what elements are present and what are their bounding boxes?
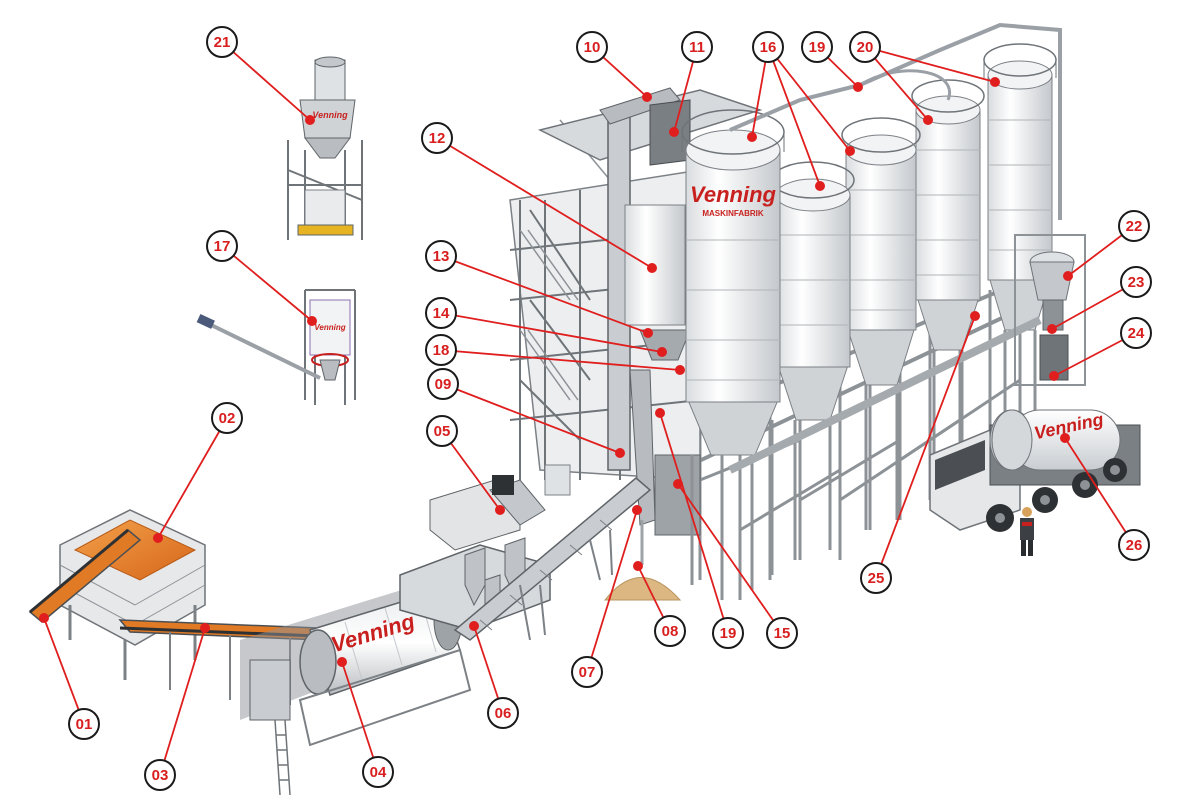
callout-16: 16 [752,31,784,63]
callout-label: 01 [76,716,93,733]
callout-label: 15 [774,625,791,642]
callout-22: 22 [1118,210,1150,242]
callout-15: 15 [766,617,798,649]
unloader-brand-logo: Venning [314,323,345,332]
inclined-conveyor [453,477,652,641]
filler-brand-logo: Venning [312,110,348,120]
callout-20: 20 [849,31,881,63]
silo-5 [983,43,1057,331]
mixing-tower [509,87,763,536]
callout-anchor-dots [39,77,1073,667]
callout-09: 09 [427,368,459,400]
callout-label: 22 [1126,218,1143,235]
callout-11: 11 [681,31,713,63]
callout-label: 23 [1128,274,1145,291]
callout-label: 19 [720,625,737,642]
callout-label: 03 [152,767,169,784]
silo-2 [771,161,855,421]
callout-label: 04 [370,764,387,781]
callout-label: 07 [579,664,596,681]
silo-brand-logo: Venning [690,182,777,207]
callout-17: 17 [206,230,238,262]
callout-07: 07 [571,656,603,688]
callout-25: 25 [860,562,892,594]
callout-label: 26 [1126,537,1143,554]
callout-10: 10 [576,31,608,63]
callout-label: 24 [1128,325,1145,342]
callout-14: 14 [425,297,457,329]
callout-label: 09 [435,376,452,393]
callout-18: 18 [425,334,457,366]
callout-label: 17 [214,238,231,255]
callout-26: 26 [1118,529,1150,561]
callout-04: 04 [362,756,394,788]
storage-silos: Venning MASKINFABRIK [681,22,1062,600]
big-bag-filler: Venning [287,56,363,240]
silo-brand-subtitle: MASKINFABRIK [702,209,764,218]
callout-label: 06 [495,705,512,722]
callout-label: 02 [219,410,236,427]
callout-13: 13 [425,240,457,272]
callout-label: 13 [433,248,450,265]
callout-21: 21 [206,26,238,58]
silo-1: Venning MASKINFABRIK [681,109,785,456]
callout-label: 05 [434,423,451,440]
callout-08: 08 [654,615,686,647]
worker-figure [1020,507,1034,556]
silo-4 [911,79,985,351]
callout-label: 12 [429,130,446,147]
callout-label: 18 [433,342,450,359]
callout-label: 08 [662,623,679,640]
big-bag-unloader: Venning [196,289,356,405]
callout-label: 14 [433,305,450,322]
bulk-truck: Venning [929,409,1141,556]
callout-label: 21 [214,34,231,51]
callout-01: 01 [68,708,100,740]
callout-label: 16 [760,39,777,56]
callout-03: 03 [144,759,176,791]
callout-19-bottom: 19 [712,617,744,649]
callout-label: 11 [689,39,705,56]
callout-label: 25 [868,570,885,587]
silo-3 [841,117,921,386]
callout-19-top: 19 [801,31,833,63]
callout-23: 23 [1120,266,1152,298]
callout-bubbles: 01 02 03 04 05 06 07 08 09 10 11 12 13 1… [68,26,1152,791]
callout-label: 19 [809,39,826,56]
callout-02: 02 [211,402,243,434]
feed-hopper [28,509,206,680]
callout-label: 10 [584,39,601,56]
callout-label: 20 [857,39,874,56]
dust-collector [399,475,551,631]
callout-06: 06 [487,697,519,729]
callout-12: 12 [421,122,453,154]
callout-05: 05 [426,415,458,447]
callout-24: 24 [1120,317,1152,349]
